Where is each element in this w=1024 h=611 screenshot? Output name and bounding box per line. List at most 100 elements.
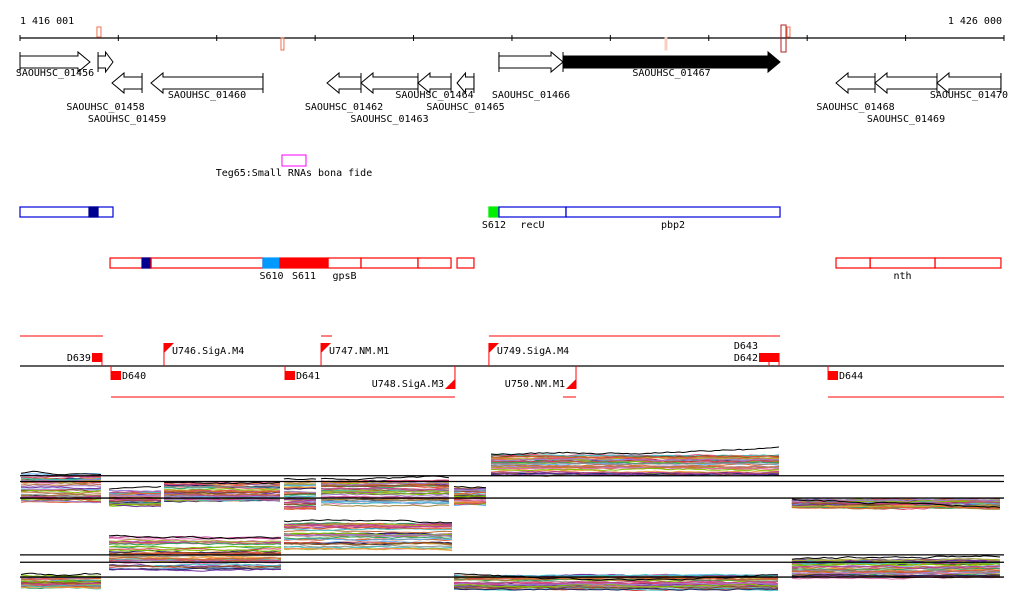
- gene-arrow: [326, 71, 362, 95]
- expression-series-line: [108, 493, 162, 497]
- expression-series-line: [283, 490, 317, 494]
- expression-series-line: [108, 538, 282, 543]
- gene-label: SAOUHSC_01463: [350, 114, 428, 125]
- expression-series-line: [108, 503, 162, 506]
- expression-series-line: [791, 569, 1000, 574]
- expression-series-line: [108, 545, 282, 550]
- expression-series-line: [283, 493, 317, 496]
- expression-series-line: [163, 497, 281, 501]
- expression-series-line: [108, 549, 282, 552]
- expression-series-line: [283, 498, 317, 501]
- expression-series-line: [283, 537, 453, 542]
- feature-box: [934, 257, 1002, 269]
- expression-series-line: [163, 495, 281, 498]
- ruler-marker: [96, 26, 102, 38]
- terminator-label: D639: [67, 353, 91, 364]
- expression-series-line: [791, 571, 1000, 575]
- feature-box: [262, 257, 281, 269]
- expression-series-line: [791, 574, 1000, 578]
- ruler-marker: [280, 37, 285, 51]
- gene-label: SAOUHSC_01460: [168, 90, 246, 101]
- expression-series-line: [320, 499, 450, 503]
- gene-label: SAOUHSC_01470: [930, 90, 1008, 101]
- srna-label: Teg65:Small RNAs bona fide: [216, 168, 373, 179]
- expression-series-line: [453, 577, 779, 582]
- expression-series-line: [283, 505, 317, 508]
- expression-series-line: [320, 492, 450, 495]
- expression-series-line: [283, 482, 317, 485]
- expression-series-line: [791, 498, 1000, 502]
- expression-series-line: [283, 484, 317, 487]
- expression-panel-forward: [20, 446, 1004, 511]
- expression-max-line: [791, 498, 1001, 508]
- terminator-label: D642: [734, 353, 758, 364]
- feature-box: [488, 206, 500, 218]
- expression-series-line: [453, 495, 487, 498]
- promoter-label: U750.NM.M1: [505, 379, 565, 390]
- expression-max-line: [791, 555, 1000, 560]
- expression-series-line: [791, 505, 1000, 510]
- expression-series-line: [490, 470, 780, 475]
- gene-label: SAOUHSC_01465: [426, 102, 504, 113]
- expression-series-line: [791, 575, 1000, 580]
- expression-series-line: [20, 577, 102, 580]
- expression-series-line: [108, 495, 162, 498]
- feature-box: [327, 257, 362, 269]
- expression-series-line: [283, 526, 453, 530]
- expression-series-line: [20, 483, 102, 486]
- expression-series-line: [108, 489, 162, 492]
- feature-box: [19, 206, 114, 218]
- gene-label: SAOUHSC_01459: [88, 114, 166, 125]
- gene-arrow: [835, 71, 876, 95]
- feature-box: [88, 206, 99, 218]
- srna-box: [281, 154, 307, 167]
- expression-series-line: [453, 580, 779, 585]
- expression-series-line: [108, 542, 282, 546]
- expression-series-line: [283, 524, 453, 528]
- expression-series-line: [163, 491, 281, 495]
- feature-box: [456, 257, 475, 269]
- expression-series-line: [283, 547, 453, 552]
- expression-series-line: [791, 564, 1000, 570]
- promoter-label: U746.SigA.M4: [172, 346, 244, 357]
- expression-series-line: [163, 489, 281, 493]
- expression-series-line: [791, 505, 1000, 509]
- expression-series-line: [20, 584, 102, 588]
- expression-series-line: [163, 485, 281, 488]
- expression-series-line: [791, 501, 1000, 505]
- gene-arrow: [936, 71, 1002, 95]
- expression-series-line: [108, 503, 162, 508]
- expression-series-line: [20, 489, 102, 494]
- gene-label: SAOUHSC_01464: [395, 90, 473, 101]
- expression-series-line: [453, 488, 487, 492]
- expression-series-line: [284, 486, 317, 489]
- expression-series-line: [453, 491, 487, 495]
- terminator-icon: [285, 371, 296, 380]
- expression-series-line: [20, 485, 101, 488]
- gene-label: SAOUHSC_01458: [66, 102, 144, 113]
- expression-series-line: [320, 504, 450, 507]
- terminator-icon: [111, 371, 122, 380]
- expression-series-line: [20, 582, 102, 586]
- feature-label: S610: [259, 271, 283, 282]
- terminator-icon: [758, 353, 769, 362]
- feature-box: [360, 257, 419, 269]
- gene-label: SAOUHSC_01469: [867, 114, 945, 125]
- terminator-label: D644: [839, 371, 863, 382]
- ruler-track: 1 416 001 1 426 000: [19, 16, 1005, 53]
- expression-series-line: [453, 487, 487, 490]
- feature-box: [835, 257, 871, 269]
- gene-label: SAOUHSC_01456: [16, 68, 94, 79]
- expression-series-line: [490, 455, 780, 459]
- expression-series-line: [283, 502, 317, 504]
- expression-max-line: [283, 477, 316, 480]
- gene-label: SAOUHSC_01467: [632, 68, 710, 79]
- expression-series-line: [20, 580, 102, 583]
- expression-series-line: [490, 467, 780, 472]
- gene-arrow: [456, 71, 475, 95]
- gene-label: SAOUHSC_01468: [816, 102, 894, 113]
- expression-series-line: [320, 493, 450, 497]
